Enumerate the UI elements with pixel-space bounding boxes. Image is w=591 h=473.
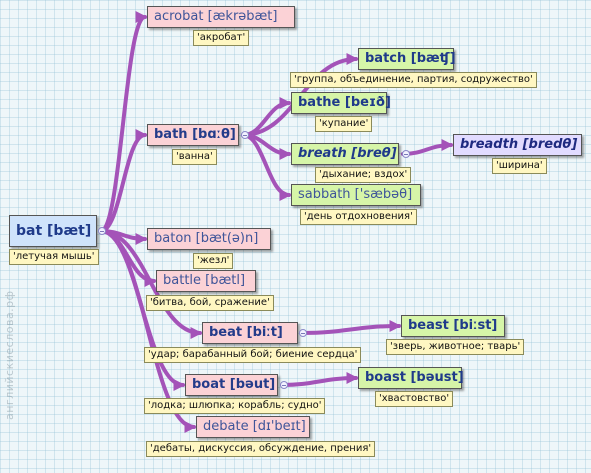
collapse-knob-beat[interactable] <box>299 329 307 337</box>
node-baton[interactable]: baton [bæt(ə)n] <box>147 228 271 250</box>
connector-bat-acrobat <box>99 11 148 233</box>
gloss-debate: 'дебаты, дискуссия, обсуждение, прения' <box>146 441 376 457</box>
node-beat[interactable]: beat [biːt] <box>202 322 298 344</box>
gloss-breath: 'дыхание; вздох' <box>315 167 412 183</box>
node-batch[interactable]: batch [bæʧ] <box>358 48 456 70</box>
connector-bat-beat <box>99 229 203 339</box>
node-battle[interactable]: battle [bætl] <box>156 270 256 292</box>
gloss-acrobat: 'акробат' <box>193 30 250 46</box>
connector-beat-beast <box>300 320 402 335</box>
gloss-breadth: 'ширина' <box>492 158 547 174</box>
gloss-bathe: 'купание' <box>315 116 373 132</box>
connector-bath-sabbath <box>241 133 292 201</box>
gloss-beat: 'удар; барабанный бой; биение сердца' <box>144 347 362 363</box>
node-bathe[interactable]: bathe [beɪð] <box>291 92 391 114</box>
watermark: английскиеслова.рф <box>3 290 16 420</box>
gloss-bat: 'летучая мышь' <box>9 249 99 265</box>
node-bat[interactable]: bat [bæt] <box>9 215 97 247</box>
collapse-knob-bath[interactable] <box>241 131 249 139</box>
gloss-battle: 'битва, бой, сражение' <box>146 295 274 311</box>
connector-bat-bath <box>99 129 148 233</box>
node-acrobat[interactable]: acrobat [ækrəbæt] <box>147 6 295 28</box>
collapse-knob-breath[interactable] <box>402 150 410 158</box>
node-breadth[interactable]: breadth [bredθ] <box>453 134 582 156</box>
node-sabbath[interactable]: sabbath ['sæbəθ] <box>291 184 421 206</box>
gloss-bath: 'ванна' <box>172 149 217 165</box>
node-beast[interactable]: beast [biːst] <box>401 315 505 337</box>
node-breath[interactable]: breath [breθ] <box>291 143 399 165</box>
connector-bat-debate <box>99 229 197 433</box>
collapse-knob-boat[interactable] <box>280 381 288 389</box>
node-bath[interactable]: bath [bɑːθ] <box>147 124 239 146</box>
node-debate[interactable]: debate [dɪ'beɪt] <box>196 416 310 438</box>
node-boat[interactable]: boat [bəut] <box>185 374 278 396</box>
node-boast[interactable]: boast [bəust] <box>358 367 464 389</box>
gloss-batch: 'группа, объединение, партия, содружеств… <box>290 72 537 88</box>
gloss-baton: 'жезл' <box>193 253 234 269</box>
gloss-boast: 'хвастовство' <box>375 391 454 407</box>
gloss-boat: 'лодка; шлюпка; корабль; судно' <box>144 398 326 414</box>
collapse-knob-bat[interactable] <box>98 227 106 235</box>
gloss-sabbath: 'день отдохновения' <box>300 209 417 225</box>
gloss-beast: 'зверь, животное; тварь' <box>386 339 525 355</box>
connector-boat-boast <box>280 372 359 387</box>
